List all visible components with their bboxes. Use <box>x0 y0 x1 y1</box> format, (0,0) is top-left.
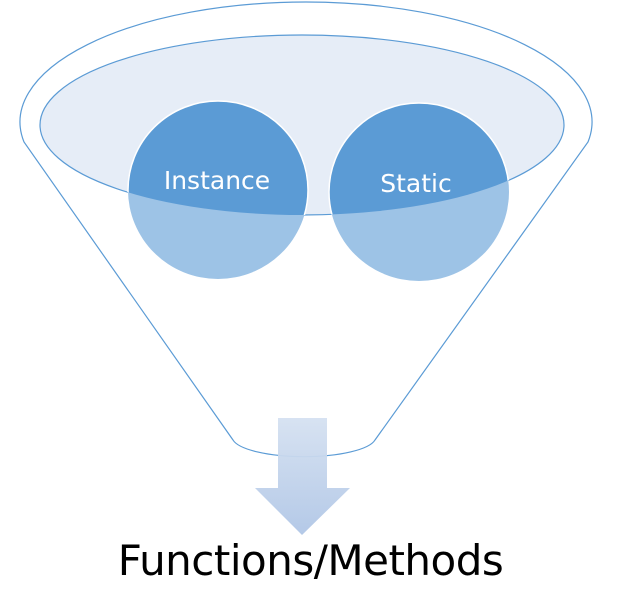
output-label: Functions/Methods <box>117 536 504 585</box>
instance-circle-top <box>127 100 309 215</box>
instance-label: Instance <box>164 166 270 195</box>
static-label: Static <box>380 169 451 198</box>
down-arrow-icon <box>255 418 350 535</box>
